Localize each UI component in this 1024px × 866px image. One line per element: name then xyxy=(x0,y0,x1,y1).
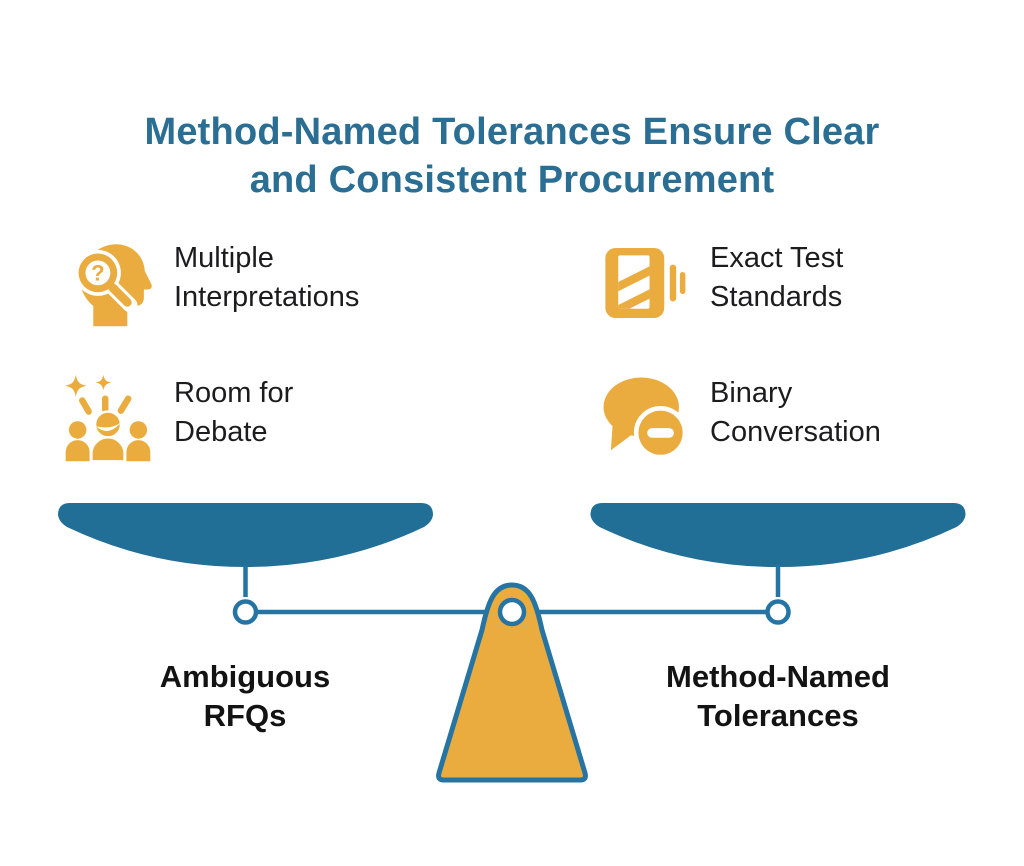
right-pan xyxy=(590,503,966,567)
feature-binary-conversation: Binary Conversation xyxy=(598,372,940,464)
left-hanger-ring xyxy=(232,599,259,625)
celebrating-people-icon xyxy=(62,372,154,464)
page-title-line-1: Method-Named Tolerances Ensure Clear xyxy=(144,111,880,154)
balance-scale xyxy=(58,503,966,783)
left-pan-label: Ambiguous RFQs xyxy=(159,659,331,734)
feature-multiple-interpretations: ? Multiple Interpretations xyxy=(62,237,404,329)
feature-room-for-debate: Room for Debate xyxy=(62,372,339,464)
feature-label: Binary Conversation xyxy=(710,377,881,448)
chat-minus-icon xyxy=(598,372,690,464)
flash-document-icon xyxy=(598,237,690,329)
page-title-line-2: and Consistent Procurement xyxy=(249,159,775,202)
feature-exact-test-standards: Exact Test Standards xyxy=(598,237,940,329)
page-title: Method-Named Tolerances Ensure Clear and… xyxy=(0,109,1024,205)
question-head-icon: ? xyxy=(62,237,154,329)
feature-label: Exact Test Standards xyxy=(710,242,844,313)
right-pan-label: Method-Named Tolerances xyxy=(666,659,890,734)
fulcrum xyxy=(436,582,588,783)
question-mark-glyph: ? xyxy=(91,261,105,286)
right-hanger-ring xyxy=(765,599,791,625)
feature-label: Multiple Interpretations xyxy=(174,242,360,313)
left-pan xyxy=(58,503,433,567)
fulcrum-hole xyxy=(497,597,527,627)
feature-label: Room for Debate xyxy=(174,377,294,448)
